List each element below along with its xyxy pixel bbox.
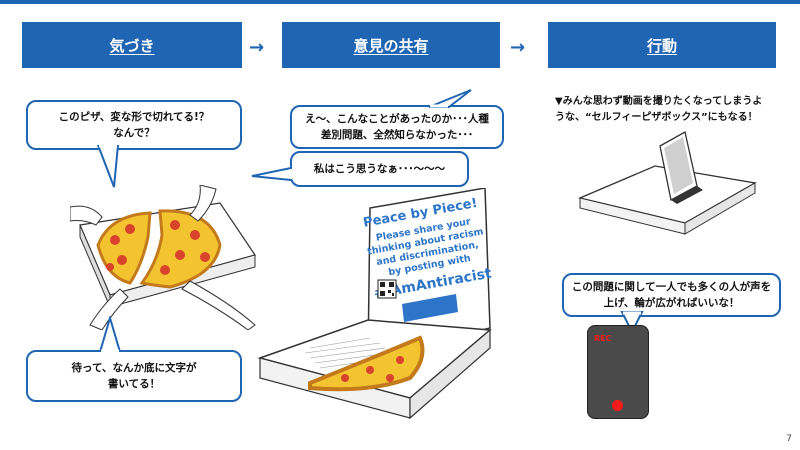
- closed-box-side: [684, 182, 756, 235]
- bubble-line: 待って、なんか底に文字が: [71, 362, 197, 374]
- hand-top-right: [189, 185, 217, 222]
- bubble-tail: [428, 89, 472, 108]
- hand-bottom-right: [181, 280, 256, 330]
- bubble-line: このピザ、変な形で切れてる!？: [58, 111, 210, 123]
- bubble-line: 上げ、輪が広がればいいな！: [603, 297, 740, 309]
- step-header-action-label: 行動: [646, 36, 677, 55]
- phone-slot: [671, 186, 703, 204]
- bubble-tail: [96, 145, 120, 188]
- speech-bubble-opinion: 私はこう思うなぁ･･･〜〜〜: [290, 151, 469, 187]
- bubble-line: なんで？: [113, 127, 155, 139]
- bubble-tail: [98, 316, 122, 352]
- top-accent-bar: [0, 0, 800, 4]
- bubble-line: え〜、こんなことがあったのか･･･人種: [305, 113, 489, 125]
- speech-bubble-bottom-text: 待って、なんか底に文字が 書いてる！: [26, 350, 242, 402]
- selfie-pizza-box-illustration: [577, 131, 757, 235]
- step-header-sharing-label: 意見の共有: [353, 36, 429, 55]
- selfie-box-caption: ▼みんな思わず動画を撮りたくなってしまうよ うな、“セルフィーピザボックス”にも…: [555, 94, 785, 126]
- pepperoni-group: [341, 356, 404, 382]
- page-number: 7: [786, 434, 792, 444]
- caption-line: うな、“セルフィーピザボックス”にもなる！: [555, 112, 758, 123]
- bubble-line: 差別問題、全然知らなかった･･･: [320, 129, 474, 141]
- bubble-tail: [620, 311, 644, 333]
- qr-code-icon: [377, 279, 397, 299]
- hand-top-left: [70, 205, 103, 226]
- phone-screen: [664, 137, 693, 194]
- speech-bubble-voice: この問題に関して一人でも多くの人が声を 上げ、輪が広がればいいな！: [562, 273, 781, 317]
- bubble-line: 書いてる！: [107, 378, 161, 390]
- pizza-box-lid: [367, 188, 491, 359]
- rec-label: REC: [594, 334, 612, 343]
- pizza-hands-illustration: [70, 185, 256, 330]
- caption-line: ▼みんな思わず動画を撮りたくなってしまうよ: [555, 96, 763, 107]
- bubble-tail: [251, 166, 292, 182]
- speech-bubble-racism: え〜、こんなことがあったのか･･･人種 差別問題、全然知らなかった･･･: [290, 105, 504, 149]
- speech-bubble-pizza-question: このピザ、変な形で切れてる!？ なんで？: [26, 100, 242, 150]
- recording-phone: REC: [587, 325, 649, 419]
- record-button-icon: [612, 400, 623, 411]
- open-pizza-box-illustration: Peace by Piece! Please share your thinki…: [257, 188, 493, 420]
- arrow-icon: →: [249, 37, 265, 58]
- pizza-box-right-wall: [409, 328, 491, 420]
- bubble-line: この問題に関して一人でも多くの人が声を: [571, 281, 772, 293]
- step-header-action: 行動: [548, 22, 776, 68]
- step-header-awareness-label: 気づき: [109, 36, 155, 55]
- post-entry-box: [402, 294, 458, 322]
- pizza-slice: [308, 335, 425, 392]
- hand-bottom-left: [89, 288, 129, 330]
- pepperoni-group: [106, 220, 210, 275]
- step-header-sharing: 意見の共有: [282, 22, 500, 68]
- bubble-line: 私はこう思うなぁ･･･〜〜〜: [313, 163, 446, 175]
- step-header-awareness: 気づき: [22, 22, 242, 68]
- arrow-icon: →: [510, 37, 526, 58]
